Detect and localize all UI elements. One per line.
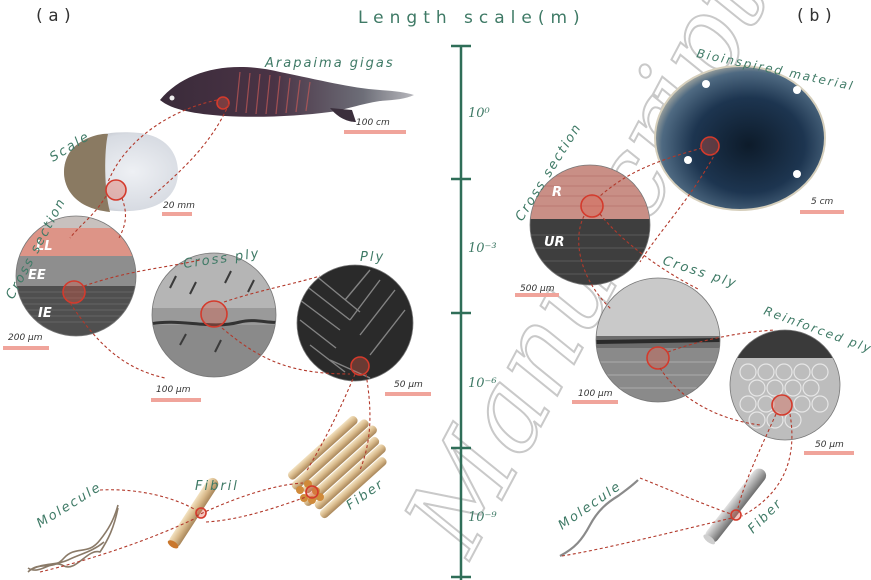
cross-section-image-b [530,165,650,285]
cross-ply-a-highlight [200,300,228,328]
reinforced-ply-image [730,330,840,440]
fiber-bundle-image [287,415,387,519]
panel-a-connectors [39,99,371,573]
cross-ply-b-scale-bar [572,400,618,404]
fiber-a-highlight [305,485,319,499]
fiber-b-highlight [730,509,742,521]
fish-scale-bar [344,130,406,134]
label-molecule-a: Molecule [34,480,105,532]
fibril-highlight [195,507,207,519]
tick-label-3: 10⁻⁹ [468,510,497,525]
fish-highlight [216,96,230,110]
ply-scale-text: 50 μm [394,380,423,390]
cross-ply-a-scale-text: 100 μm [156,385,191,395]
cross-ply-a-scale-bar [151,398,201,402]
fibril-image [167,477,219,549]
axis-title: Length scale(m) [358,8,586,28]
cross-section-b-scale-bar [515,293,559,297]
material-highlight [700,136,720,156]
material-scale-text: 5 cm [811,197,834,207]
scale-scale-bar [162,212,192,216]
bioinspired-material-image [654,65,826,211]
tick-label-1: 10⁻³ [468,241,497,256]
label-fibril: Fibril [195,479,239,494]
scale-scale-text: 20 mm [163,201,195,211]
cross-ply-image-b [596,278,720,402]
layer-label-ll: LL [36,239,53,254]
layer-label-ie: IE [38,306,52,321]
cross-ply-image-a [152,253,276,377]
cross-section-a-scale-text: 200 μm [8,333,43,343]
arapaima-fish-image [160,67,414,122]
fiber-image-b [703,468,767,545]
molecule-image-a [27,504,119,573]
ply-image [297,265,413,381]
tick-label-0: 10⁰ [468,106,491,121]
cross-ply-b-highlight [646,346,670,370]
label-arapaima-gigas: Arapaima gigas [264,56,395,71]
cross-section-a-scale-bar [3,346,49,350]
panel-b-connectors [561,147,793,557]
tick-label-2: 10⁻⁶ [468,376,497,391]
fish-scale-text: 100 cm [356,118,390,128]
reinforced-ply-highlight [771,394,793,416]
panel-b-label: (b) [795,6,838,26]
ply-highlight [350,356,370,376]
scale-highlight [105,179,127,201]
layer-label-ur: UR [544,235,565,250]
cross-section-b-scale-text: 500 μm [520,284,555,294]
layer-label-r: R [552,185,562,200]
reinforced-ply-scale-bar [804,451,854,455]
cross-ply-b-scale-text: 100 μm [578,389,613,399]
cross-section-a-highlight [62,280,86,304]
cross-section-b-highlight [580,194,604,218]
label-fiber-b: Fiber [745,496,786,537]
molecule-image-b [559,479,639,557]
layer-label-ee: EE [28,268,46,283]
fish-scale-image [64,132,178,212]
ply-scale-bar [385,392,431,396]
label-ply: Ply [360,250,385,265]
reinforced-ply-scale-text: 50 μm [815,440,844,450]
material-scale-bar [800,210,844,214]
panel-a-label: (a) [34,6,77,26]
length-scale-axis: 10⁰ 10⁻³ 10⁻⁶ 10⁻⁹ [451,44,497,580]
